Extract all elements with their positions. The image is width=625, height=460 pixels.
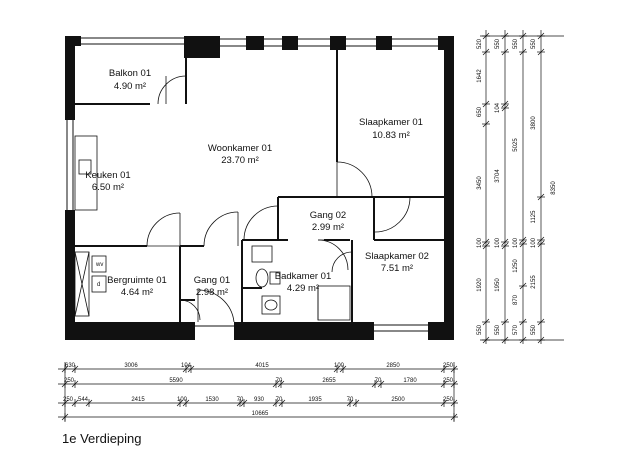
right-total-label: 8350 [551,181,557,195]
dim-label: 930 [254,397,265,403]
dim-label: 70 [276,378,283,384]
dim-label: 2155 [531,275,537,289]
dim-label: 1642 [477,69,483,83]
room-area-gang-02: 2.99 m² [312,222,344,233]
room-labels: Balkon 01 4.90 m² Woonkamer 01 23.70 m² … [85,68,429,298]
dim-label: 104 [181,363,192,369]
dim-label: 1530 [205,397,219,403]
dim-label: 250 [63,397,74,403]
dim-label: 630 [65,363,76,369]
bottom-dimension-lines [58,362,458,422]
door-swings [146,75,411,323]
room-name-badkamer: Badkamer 01 [275,271,332,282]
dim-label: 2415 [131,397,145,403]
dim-label: 5590 [169,378,183,384]
dim-label: 5025 [513,138,519,152]
dim-label: 3704 [495,169,501,183]
dim-label: 104 [495,102,501,113]
dim-label: 1935 [308,397,322,403]
dim-label: 250 [443,363,454,369]
interior-walls [75,50,444,322]
room-name-balkon: Balkon 01 [109,68,151,79]
right-dimension-col-3: 550 5025 100 1250 870 570 [513,38,519,335]
right-dimension-col-1: 520 1642 650 3450 100 1920 550 [477,38,483,335]
room-name-keuken: Keuken 01 [85,170,130,181]
room-name-woonkamer: Woonkamer 01 [208,143,272,154]
dim-label: 2850 [386,363,400,369]
dim-label: 550 [513,38,519,49]
room-area-slaapkamer-02: 7.51 m² [381,263,413,274]
dim-label: 550 [495,324,501,335]
dim-label: 250 [64,378,75,384]
dim-label: 100 [531,237,537,248]
dim-label: 520 [477,38,483,49]
dim-label: 100 [513,237,519,248]
dryer-label: d [97,282,100,288]
room-area-woonkamer: 23.70 m² [221,155,259,166]
room-area-bergruimte: 4.64 m² [121,287,153,298]
bottom-dimension-row-1: 630 3006 104 4015 100 2850 250 [65,363,454,369]
dim-label: 70 [347,397,354,403]
fixtures [74,135,351,321]
dim-label: 250 [443,397,454,403]
dim-label: 1125 [531,210,537,224]
exterior-walls [65,36,454,340]
room-area-badkamer: 4.29 m² [287,283,319,294]
dim-label: 570 [513,324,519,335]
dim-label: 100 [177,397,188,403]
bottom-dimension-row-2: 250 5590 70 2655 70 1780 250 [64,378,454,384]
dim-label: 3450 [477,176,483,190]
bottom-total-label: 10665 [252,411,269,417]
dim-label: 70 [375,378,382,384]
dim-label: 100 [495,237,501,248]
bottom-dimension-ticks [61,365,458,421]
dim-label: 70 [237,397,244,403]
dim-label: 3800 [531,116,537,130]
right-dimension-col-2: 550 104 3704 100 1950 550 [495,38,501,335]
room-name-gang-02: Gang 02 [310,210,346,221]
dim-label: 1250 [513,259,519,273]
room-name-gang-01: Gang 01 [194,275,230,286]
dim-label: 870 [513,294,519,305]
dim-label: 70 [276,397,283,403]
dim-label: 544 [78,397,89,403]
dim-label: 100 [334,363,345,369]
dim-label: 1780 [403,378,417,384]
dim-label: 1950 [495,278,501,292]
dim-label: 550 [531,324,537,335]
dim-label: 1920 [477,278,483,292]
dim-label: 550 [531,38,537,49]
room-name-bergruimte: Bergruimte 01 [107,275,167,286]
dim-label: 550 [495,38,501,49]
room-name-slaapkamer-02: Slaapkamer 02 [365,251,429,262]
dim-label: 4015 [255,363,269,369]
windows [66,37,438,332]
dim-label: 2500 [391,397,405,403]
dim-label: 2655 [322,378,336,384]
right-dimension-col-4: 550 3800 1125 100 2155 550 [531,38,537,335]
dim-label: 650 [477,106,483,117]
room-name-slaapkamer-01: Slaapkamer 01 [359,117,423,128]
room-area-keuken: 6.50 m² [92,182,124,193]
floor-label: 1e Verdieping [62,431,142,446]
dim-label: 250 [443,378,454,384]
washer-label: wv [95,262,103,268]
bottom-dimension-row-3: 250 544 2415 100 1530 70 930 70 1935 70 … [63,397,454,403]
dim-label: 3006 [124,363,138,369]
dim-label: 550 [477,324,483,335]
right-dimension-ticks [482,32,545,344]
room-area-balkon: 4.90 m² [114,81,146,92]
dim-label: 100 [477,237,483,248]
room-area-gang-01: 2.98 m² [196,287,228,298]
room-area-slaapkamer-01: 10.83 m² [372,130,410,141]
